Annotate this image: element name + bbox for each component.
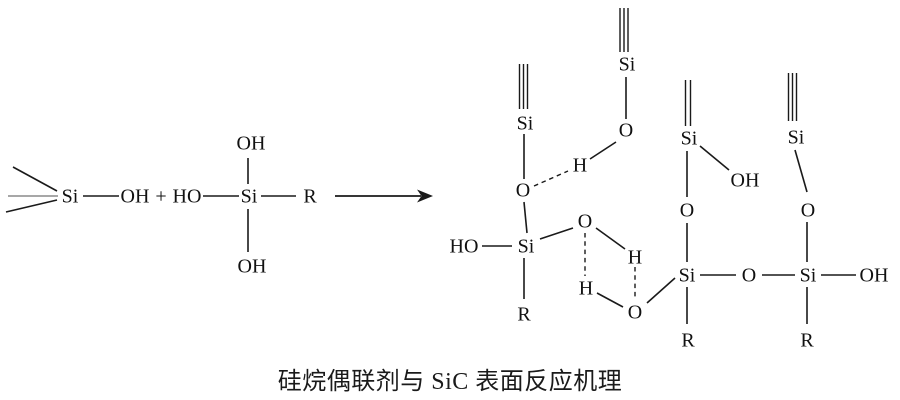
product-o-6-label: O [680,200,694,222]
covalent-bond-19 [596,292,624,308]
product-r-7-label: R [800,330,814,352]
reaction-arrow-layer [335,189,433,203]
hydrogen-bond-9 [533,170,569,187]
covalent-bond-2 [5,199,58,213]
covalent-bond-0 [12,166,58,192]
plus-sign-label: + [155,186,166,208]
covalent-bond-17 [595,227,626,250]
reaction-arrow-head [417,189,433,203]
surface-oh-left-label: OH [121,186,150,208]
product-o-7-label: O [742,265,756,287]
figure-caption: 硅烷偶联剂与 SiC 表面反应机理 [277,369,623,395]
product-o-2-label: O [619,120,633,142]
product-h-4-label: H [579,278,593,300]
covalent-bond-29 [794,149,808,193]
covalent-bond-20 [646,277,676,304]
product-h-1-label: H [573,155,587,177]
product-o-4-label: O [578,211,592,233]
product-ho-3-label: HO [450,236,479,258]
product-si-5-label: Si [681,128,698,150]
covalent-bond-10 [589,141,617,160]
product-o-1-label: O [516,180,530,202]
silane-ho-label: HO [173,186,202,208]
product-o-8-label: O [801,200,815,222]
covalent-bond-13 [523,201,528,234]
surface-bond-marks-layer [518,8,798,126]
silane-oh-top-label: OH [237,133,266,155]
product-si-2-label: Si [619,54,636,76]
silane-si-label: Si [241,186,258,208]
product-oh-5-label: OH [731,170,760,192]
product-r-3-label: R [517,304,531,326]
product-h-5-label: H [628,247,642,269]
product-oh-7-label: OH [860,265,889,287]
bonds-layer [5,77,856,324]
product-si-7-label: Si [800,265,817,287]
product-o-5-label: O [628,302,642,324]
product-si-6-label: Si [679,265,696,287]
covalent-bond-14 [539,227,574,240]
product-si-1-label: Si [517,113,534,135]
product-r-6-label: R [681,330,695,352]
product-si-8-label: Si [788,127,805,149]
product-si-3-label: Si [518,236,535,258]
surface-si-left-label: Si [62,186,79,208]
covalent-bond-21 [699,145,730,171]
silane-r-label: R [303,186,317,208]
silane-oh-bottom-label: OH [238,256,267,278]
